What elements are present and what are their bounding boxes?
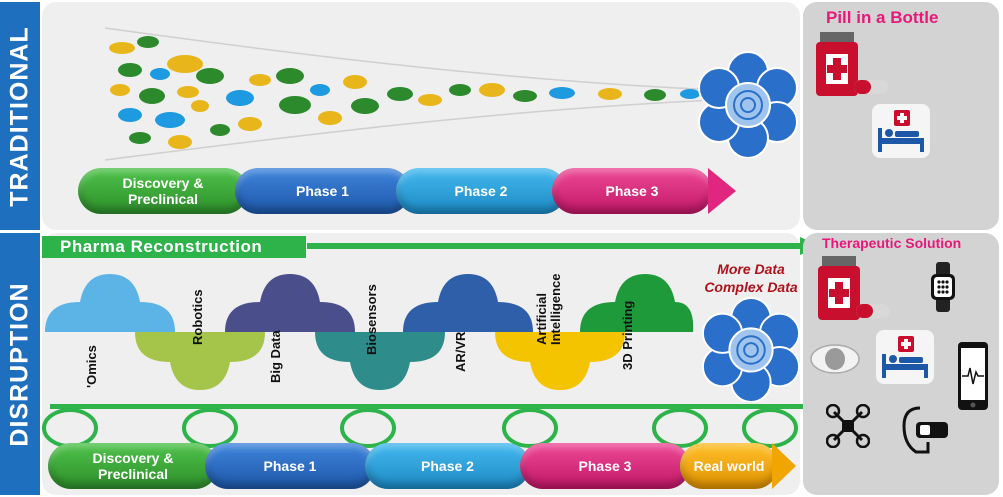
disruption-flower-icon	[701, 296, 801, 402]
dis-phase-2-label: Phase 2	[421, 458, 474, 474]
dis-phase-realworld: Real world	[680, 443, 778, 489]
dis-phase-arrowhead	[772, 443, 796, 489]
dis-phase-realworld-label: Real world	[693, 458, 765, 474]
molecule-funnel	[104, 27, 716, 161]
trad-phase-3-label: Phase 3	[605, 183, 659, 199]
dis-phase-discovery: Discovery & Preclinical	[48, 443, 218, 489]
medicine-bottle-icon	[816, 32, 888, 96]
technology-wave	[45, 274, 694, 390]
tech-cap-3dprinting	[580, 274, 694, 332]
outcome-flower-icon	[698, 51, 798, 158]
pill-icon	[856, 304, 890, 318]
trad-phase-1-label: Phase 1	[296, 183, 349, 199]
dis-phase-discovery-label: Discovery & Preclinical	[92, 450, 174, 482]
pill-icon	[854, 80, 888, 94]
dis-phase-3: Phase 3	[520, 443, 690, 489]
more-data-line: More Data	[717, 261, 785, 277]
tech-label-bigdata: Big Data	[268, 330, 283, 383]
molecule-dots	[109, 36, 700, 149]
trad-phase-2-label: Phase 2	[454, 183, 508, 199]
hospital-bed-icon	[876, 330, 934, 384]
disruption-sidebar: DISRUPTION	[0, 233, 40, 495]
biosensor-patch-icon	[810, 344, 860, 374]
dis-phase-3-label: Phase 3	[578, 458, 632, 474]
disruption-label: DISRUPTION	[5, 281, 34, 447]
pill-in-bottle-title: Pill in a Bottle	[826, 8, 939, 27]
drone-icon	[826, 404, 870, 448]
more-data-note: More Data Complex Data	[696, 260, 806, 296]
tech-cap-bigdata	[225, 274, 355, 332]
trad-phase-arrowhead	[708, 168, 736, 214]
tech-cap-omics	[45, 274, 175, 332]
tech-cap-robotics	[135, 332, 265, 390]
therapeutic-solution-title-top: Therapeutic Solution	[822, 235, 962, 251]
tech-label-ai: Artificial Intelligence	[534, 245, 563, 345]
tech-label-3dprinting: 3D Printing	[620, 300, 635, 370]
vr-headset-icon	[902, 406, 948, 454]
smartwatch-icon	[931, 262, 955, 312]
tech-label-ai-text: Artificial Intelligence	[534, 273, 563, 345]
traditional-label: TRADITIONAL	[5, 25, 34, 207]
dis-phase-2: Phase 2	[365, 443, 530, 489]
dis-phase-1: Phase 1	[205, 443, 375, 489]
pharma-reconstruction-title: Pharma Reconstruction	[60, 237, 263, 256]
smartphone-ecg-icon	[958, 342, 988, 410]
tech-cap-biosensors	[315, 332, 445, 390]
tech-label-arvr: AR/VR	[453, 331, 468, 372]
tech-label-biosensors: Biosensors	[364, 284, 379, 355]
traditional-sidebar: TRADITIONAL	[0, 2, 40, 230]
complex-data-line: Complex Data	[704, 279, 798, 295]
trad-phase-discovery: Discovery & Preclinical	[78, 168, 248, 214]
medicine-bottle-icon	[818, 256, 890, 320]
tech-label-omics: 'Omics	[84, 345, 99, 388]
tech-cap-ai	[495, 332, 625, 390]
hospital-bed-icon	[872, 104, 930, 158]
tech-cap-arvr	[403, 274, 533, 332]
dis-phase-1-label: Phase 1	[263, 458, 317, 474]
trad-phase-2: Phase 2	[396, 168, 566, 214]
trad-phase-3: Phase 3	[552, 168, 712, 214]
trad-phase-1: Phase 1	[235, 168, 410, 214]
trad-phase-discovery-label: Discovery & Preclinical	[122, 175, 204, 207]
pharma-reconstruction-banner	[42, 236, 306, 258]
tech-label-robotics: Robotics	[190, 289, 205, 345]
